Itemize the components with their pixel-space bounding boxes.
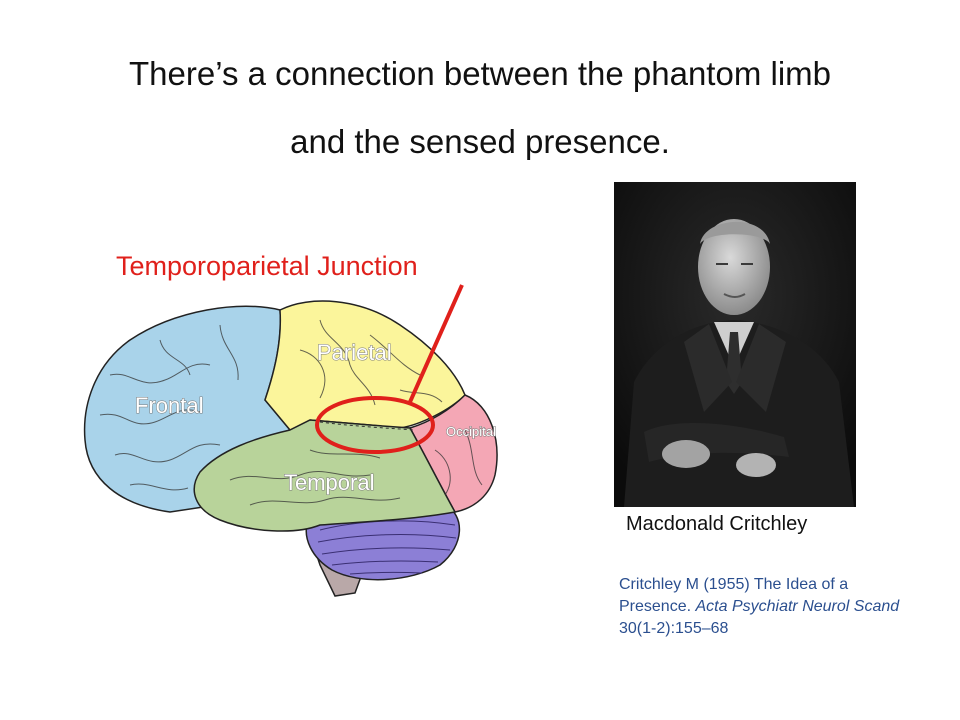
citation-journal: Acta Psychiatr Neurol Scand <box>695 598 900 615</box>
frontal-label: Frontal <box>135 393 203 418</box>
parietal-label: Parietal <box>317 340 392 365</box>
critchley-portrait-photo <box>614 182 856 507</box>
temporoparietal-junction-highlight <box>315 396 435 454</box>
temporal-lobe <box>193 419 457 532</box>
reference-citation: Critchley M (1955) The Idea of a Presenc… <box>619 574 919 640</box>
citation-author-title: Critchley M (1955) The Idea of a Presenc… <box>619 576 849 615</box>
temporal-label: Temporal <box>284 470 374 495</box>
occipital-label: Occipital <box>446 424 496 439</box>
brain-lobes-diagram: Frontal Parietal Temporal Occipital <box>83 284 498 597</box>
junction-pointer-line <box>408 284 464 403</box>
slide-title-line-2: and the sensed presence. <box>290 123 670 160</box>
parietal-lobe <box>264 300 466 431</box>
slide-title-line-1: There’s a connection between the phantom… <box>129 55 831 92</box>
temporoparietal-junction-label: Temporoparietal Junction <box>116 251 418 281</box>
portrait-caption: Macdonald Critchley <box>626 513 808 535</box>
citation-volume-pages: 30(1-2):155–68 <box>619 620 729 637</box>
